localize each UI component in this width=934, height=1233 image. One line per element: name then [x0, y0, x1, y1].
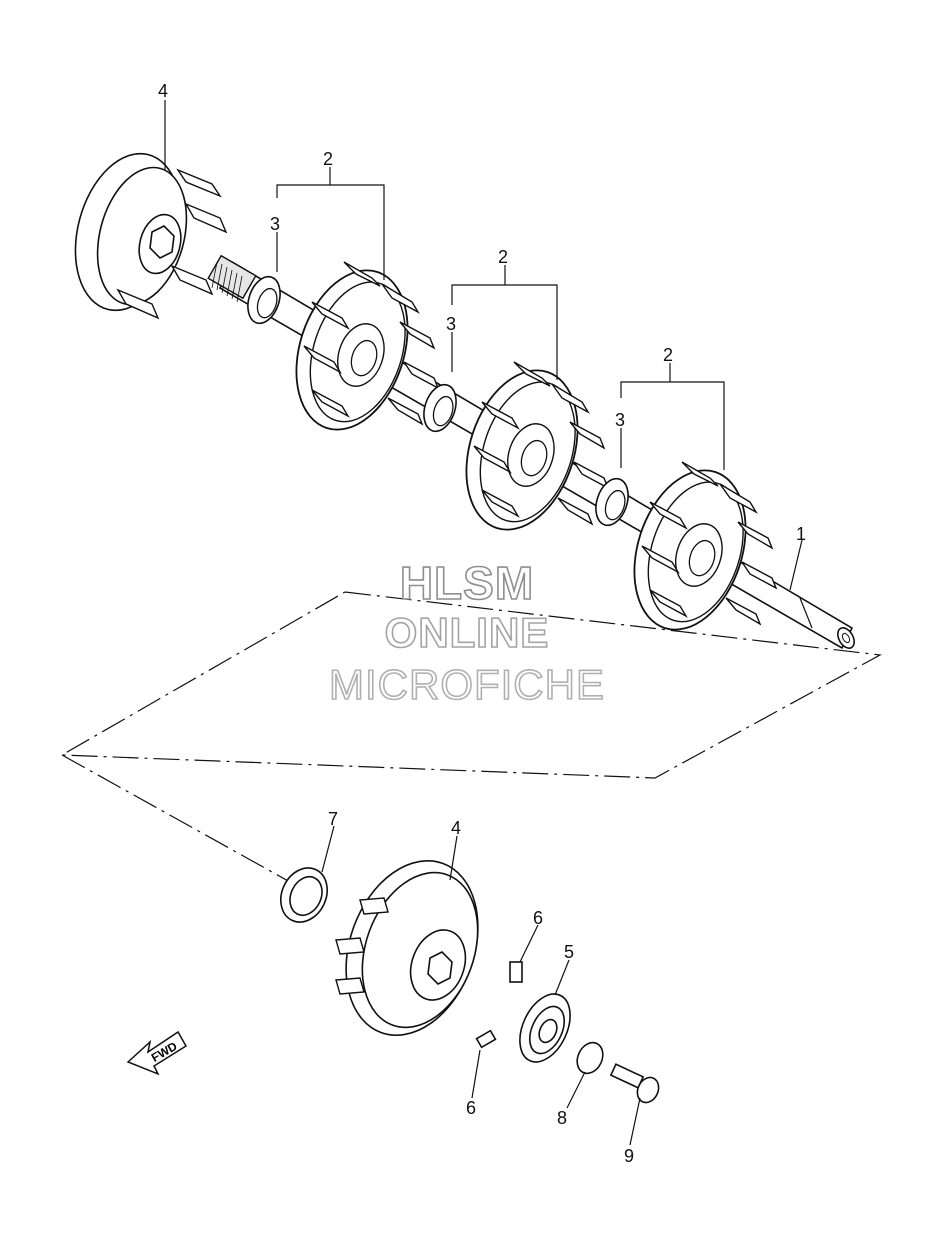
callout-4-upper: 4 [158, 81, 168, 101]
collar-8 [576, 1041, 604, 1075]
callout-3-c: 3 [615, 410, 625, 430]
callout-3-b: 3 [446, 314, 456, 334]
assembly-outline [59, 591, 882, 883]
watermark-line-3: MICROFICHE [328, 661, 605, 708]
callout-2-c: 2 [663, 345, 673, 365]
callout-9: 9 [624, 1146, 634, 1166]
watermark-line-1: HLSM [399, 557, 535, 609]
callout-2-a: 2 [323, 149, 333, 169]
sprocket-2 [417, 355, 609, 545]
callout-1: 1 [796, 524, 806, 544]
bolt-9 [609, 1063, 660, 1104]
callout-6-a: 6 [533, 908, 543, 928]
fwd-arrow-icon: FWD [126, 1030, 188, 1076]
sprocket-1 [241, 255, 439, 445]
callout-6-b: 6 [466, 1098, 476, 1118]
watermark-line-2: ONLINE [384, 609, 550, 656]
set-screws-6 [475, 961, 523, 1049]
callout-4-lower: 4 [451, 818, 461, 838]
end-wheel-upper [74, 152, 228, 320]
callout-7: 7 [328, 809, 338, 829]
leader-lines [164, 100, 803, 1146]
clip-7 [280, 867, 328, 923]
bearing-5 [519, 993, 571, 1063]
callout-8: 8 [557, 1108, 567, 1128]
callout-5: 5 [564, 942, 574, 962]
callouts: 4 2 3 2 3 2 3 1 7 4 6 5 6 8 9 [158, 81, 806, 1166]
wheel-4-lower [335, 860, 479, 1036]
callout-2-b: 2 [498, 247, 508, 267]
callout-3-a: 3 [270, 214, 280, 234]
